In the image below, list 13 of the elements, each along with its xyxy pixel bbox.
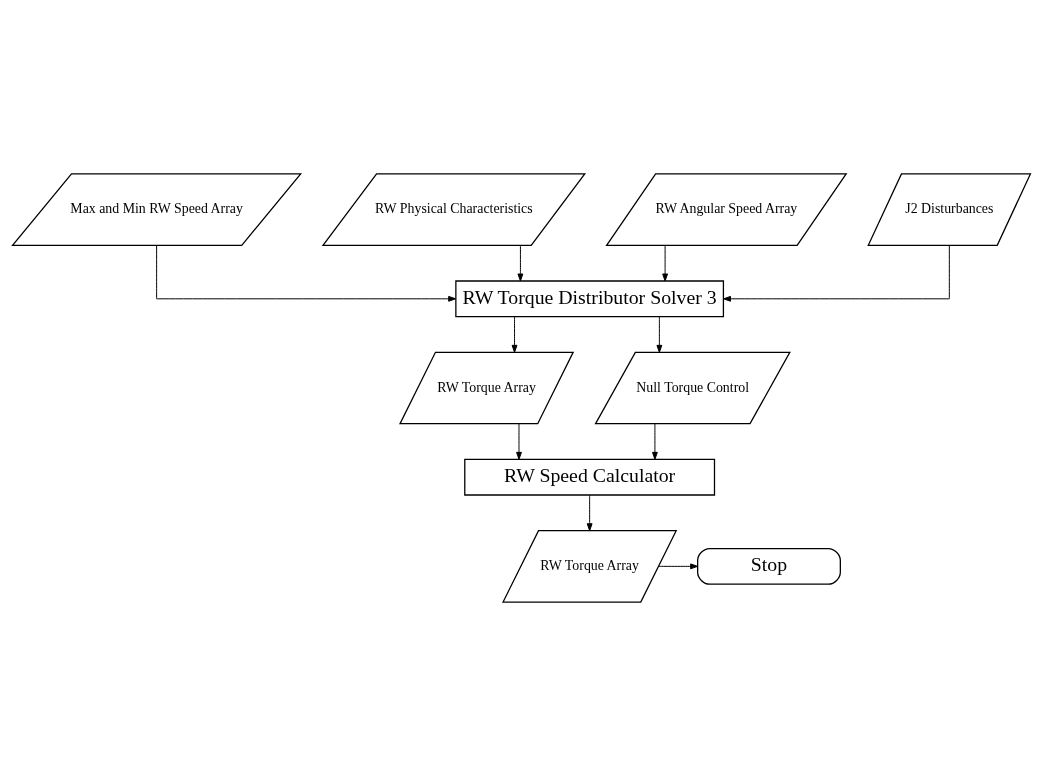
arrow <box>516 423 522 460</box>
arrow <box>511 316 518 353</box>
arrow <box>156 244 457 302</box>
arrow <box>658 563 699 570</box>
node-box: RW Torque Distributor Solver 3 <box>455 280 725 318</box>
arrow <box>517 244 524 282</box>
arrow <box>656 316 663 353</box>
arrow <box>723 244 950 302</box>
arrow <box>662 244 669 282</box>
node-box: Stop <box>697 547 841 585</box>
node-box: RW Speed Calculator <box>464 458 716 496</box>
arrow <box>586 494 593 532</box>
arrow <box>652 423 658 460</box>
